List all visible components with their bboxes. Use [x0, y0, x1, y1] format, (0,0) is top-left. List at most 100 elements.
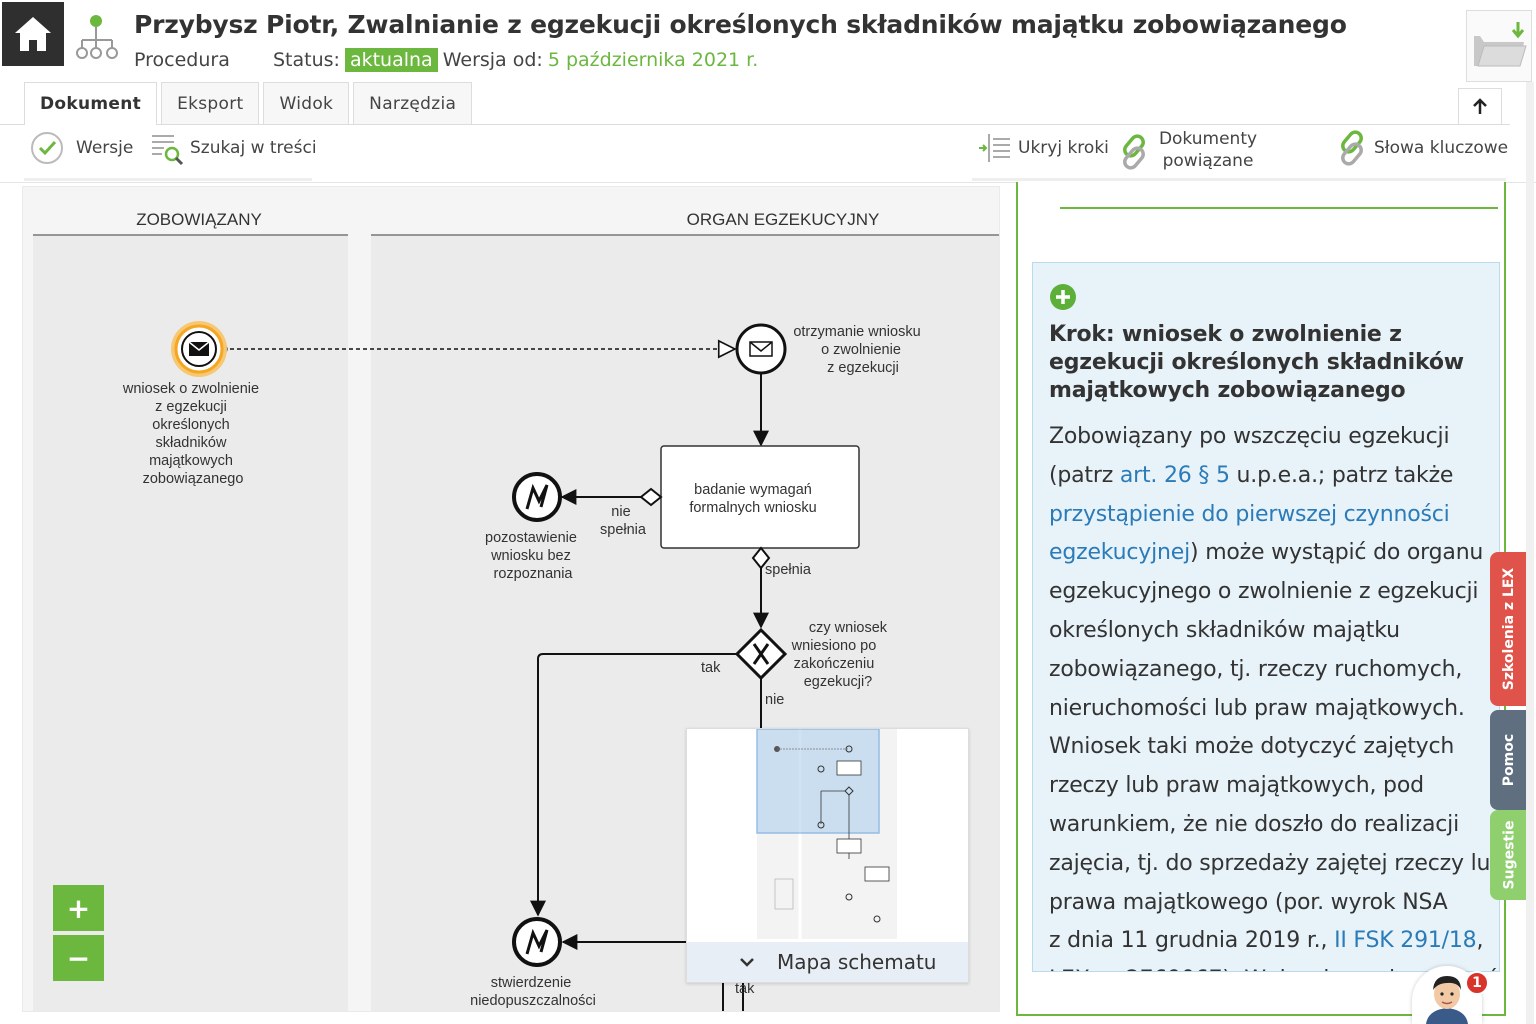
hide-steps-icon	[979, 134, 1010, 162]
text-span: (patrz	[1049, 462, 1120, 488]
step-line: nieruchomości lub praw majątkowych.	[1049, 695, 1465, 721]
lane-right-header: ORGAN EGZEKUCYJNY	[687, 210, 880, 229]
assistant-avatar-icon	[1426, 976, 1468, 1024]
keywords-button[interactable]: Słowa kluczowe	[1336, 130, 1508, 166]
search-in-content-button[interactable]: Szukaj w treści	[150, 130, 317, 166]
step-line: z dnia 11 grudnia 2019 r., II FSK 291/18…	[1049, 922, 1499, 961]
link-przystapienie[interactable]: przystąpienie do pierwszej czynności	[1049, 501, 1450, 527]
toolbar-bottom-border	[0, 182, 1536, 183]
side-tab-lex-label: Szkolenia z LEX	[1501, 567, 1517, 691]
tab-narzedzia[interactable]: Narzędzia	[353, 82, 473, 124]
text-span: u.p.e.a.; patrz także	[1229, 462, 1454, 488]
hide-steps-button[interactable]: Ukryj kroki	[978, 130, 1109, 166]
chevron-down-icon	[739, 956, 755, 968]
procedure-tree-icon	[76, 15, 118, 59]
linked-documents-button[interactable]: Dokumenty powiązane	[1118, 128, 1258, 172]
step-line: Wniosek taki może dotyczyć zajętych	[1049, 734, 1455, 760]
version-label: Wersja od:	[442, 49, 543, 71]
hide-steps-label: Ukryj kroki	[1018, 138, 1109, 158]
main-tabs: Dokument Eksport Widok Narzędzia	[24, 82, 476, 125]
document-type: Procedura	[134, 49, 230, 71]
step-line: (patrz art. 26 § 5 u.p.e.a.; patrz także	[1049, 457, 1499, 496]
link-icon	[1123, 134, 1145, 170]
version-date-link[interactable]: 5 października 2021 r.	[547, 49, 759, 71]
link-egzekucyjnej[interactable]: egzekucyjnej	[1049, 540, 1191, 566]
versions-clock-icon	[31, 132, 63, 164]
step-line: LEX nr 2769067). Wniosek musi zawierać	[1049, 961, 1499, 971]
lane-left-header: ZOBOWIĄZANY	[136, 210, 262, 229]
side-tab-lex-training[interactable]: Szkolenia z LEX	[1490, 552, 1528, 706]
versions-button[interactable]: Wersje	[30, 130, 133, 166]
search-label: Szukaj w treści	[190, 138, 317, 158]
start-event-label: wniosek o zwolnienie z egzekucji określo…	[122, 381, 263, 487]
minimap-label: Mapa schematu	[777, 950, 937, 974]
step-line: Zobowiązany po wszczęciu egzekucji	[1049, 424, 1450, 449]
flow-yes-label: tak	[701, 660, 721, 676]
notification-badge: 1	[1465, 971, 1489, 995]
text-span: z dnia 11 grudnia 2019 r.,	[1049, 928, 1335, 954]
step-line: prawa majątkowego (por. wyrok NSA	[1049, 889, 1448, 915]
end2-label: stwierdzenie niedopuszczalności	[470, 975, 596, 1009]
minimap-thumbnail	[756, 729, 897, 939]
document-meta: Procedura Status: aktualna Wersja od: 5 …	[134, 48, 758, 72]
step-title: Krok: wniosek o zwolnienie z egzekucji o…	[1049, 322, 1464, 403]
status-badge: aktualna	[344, 48, 438, 72]
end1-label: pozostawienie wniosku bez rozpoznania	[485, 530, 581, 582]
end-event-pozostawienie[interactable]	[512, 472, 562, 522]
step-line: zobowiązanego, tj. rzeczy ruchomych,	[1049, 656, 1463, 682]
bpmn-canvas: ZOBOWIĄZANY ORGAN EGZEKUCYJNY wniosek o …	[33, 210, 999, 1011]
side-tab-help[interactable]: Pomoc	[1490, 710, 1528, 810]
flow-yes-bottom-label: tak	[735, 981, 755, 997]
tab-eksport[interactable]: Eksport	[161, 82, 260, 124]
process-diagram[interactable]: ZOBOWIĄZANY ORGAN EGZEKUCYJNY wniosek o …	[22, 186, 1000, 1012]
toolbar-group-divider-left	[24, 178, 312, 181]
panel-top-divider	[1060, 207, 1498, 209]
gateway-label: czy wniosek wniesiono po zakończeniu egz…	[791, 620, 891, 690]
receive-message-event[interactable]	[735, 323, 787, 375]
step-line: egzekucyjnego o zwolnienie z egzekucji	[1049, 579, 1479, 605]
side-tab-suggestions[interactable]: Sugestie	[1490, 810, 1528, 900]
tabs-divider	[0, 124, 1510, 125]
step-line: przystąpienie do pierwszej czynności	[1049, 496, 1499, 535]
side-tab-help-label: Pomoc	[1501, 733, 1518, 787]
start-event-message[interactable]	[171, 321, 227, 377]
side-tab-suggestions-label: Sugestie	[1501, 820, 1518, 890]
zoom-in-button[interactable]: +	[53, 885, 104, 931]
versions-label: Wersje	[76, 138, 134, 158]
step-line: określonych składników majątku	[1049, 617, 1400, 643]
document-title: Przybysz Piotr, Zwalnianie z egzekucji o…	[134, 10, 1347, 39]
flow-not-meet-label: nie spełnia	[600, 504, 647, 538]
folder-download-icon	[1474, 22, 1527, 67]
step-line: egzekucyjnej) może wystąpić do organu	[1049, 534, 1499, 573]
status-label: Status:	[273, 49, 340, 71]
folder-download-button[interactable]	[1466, 10, 1532, 82]
text-span: ) może wystąpić do organu	[1190, 540, 1484, 566]
linked-documents-label: Dokumenty powiązane	[1158, 128, 1258, 172]
collapse-ribbon-button[interactable]	[1458, 88, 1502, 124]
step-description: Krok: wniosek o zwolnienie z egzekucji o…	[1032, 262, 1500, 972]
search-text-icon	[152, 135, 184, 166]
minimap-toggle[interactable]: Mapa schematu	[687, 942, 968, 982]
keywords-label: Słowa kluczowe	[1374, 138, 1509, 158]
task-label: badanie wymagań formalnych wniosku	[689, 482, 816, 516]
diagram-minimap[interactable]: Mapa schematu	[686, 728, 969, 983]
tab-widok[interactable]: Widok	[263, 82, 350, 124]
linked-documents-label-line2: powiązane	[1162, 151, 1254, 171]
expand-plus-icon[interactable]	[1049, 283, 1077, 311]
toolbar-group-divider-right	[972, 178, 1506, 181]
step-line: warunkiem, że nie doszło do realizacji	[1049, 811, 1459, 837]
page-scrollbar[interactable]	[1526, 82, 1534, 1024]
receive-event-label: otrzymanie wniosku o zwolnienie z egzeku…	[793, 324, 924, 376]
zoom-out-button[interactable]: −	[53, 935, 104, 981]
home-icon	[15, 17, 51, 51]
arrow-up-icon	[1473, 97, 1487, 114]
link-art-26[interactable]: art. 26 § 5	[1119, 462, 1230, 488]
tab-dokument[interactable]: Dokument	[24, 82, 158, 125]
step-line: zajęcia, tj. do sprzedaży zajętej rzeczy…	[1049, 850, 1500, 876]
step-body-text: Zobowiązany po wszczęciu egzekucji (patr…	[1049, 418, 1500, 971]
step-line: rzeczy lub praw majątkowych, pod	[1049, 773, 1424, 799]
home-button[interactable]	[2, 2, 64, 66]
link-ii-fsk[interactable]: II FSK 291/18	[1334, 928, 1477, 954]
end-event-stwierdzenie[interactable]	[512, 917, 562, 967]
